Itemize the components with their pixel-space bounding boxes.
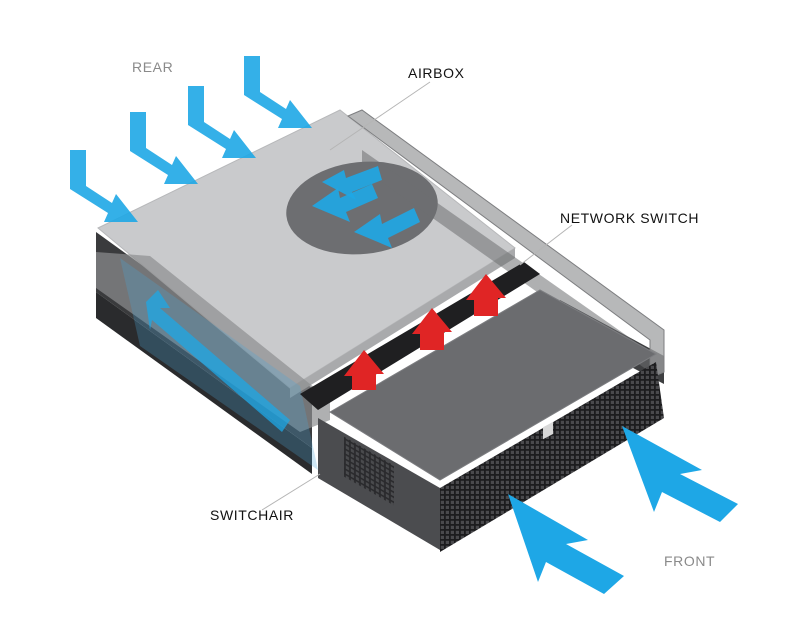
warm-arrow-3-icon: [466, 274, 506, 316]
front-arrow-1-icon: [622, 426, 738, 522]
switchair-arrow-icon: [146, 290, 290, 432]
rear-arrow-3-icon: [188, 86, 256, 158]
rear-arrow-1-icon: [70, 150, 138, 222]
front-airflow-arrows: [508, 426, 738, 594]
right-rail: [347, 109, 665, 379]
switchair-leader: [261, 473, 321, 511]
switch-front-face: [440, 362, 664, 552]
network-switch: [318, 289, 664, 552]
intake-arrow-2-icon: [312, 184, 378, 222]
airbox-leader: [329, 81, 431, 151]
switch-side-grille: [344, 436, 394, 506]
airbox-front-edge: [290, 248, 515, 398]
switchair-label: SWITCHAIR: [210, 507, 294, 523]
switch-status-badge: [543, 421, 553, 440]
intake-arrow-1-icon: [322, 166, 382, 200]
intake-arrow-3-icon: [354, 208, 420, 248]
network-switch-leader: [519, 224, 573, 266]
warm-airflow-arrows: [344, 274, 506, 390]
callout-lines: [261, 81, 573, 511]
airbox-label: AIRBOX: [408, 65, 465, 81]
front-label: FRONT: [664, 553, 715, 569]
network-switch-label: NETWORK SWITCH: [560, 210, 699, 226]
intake-airflow-arrows: [312, 166, 420, 248]
switch-top: [329, 289, 658, 481]
rear-label: REAR: [132, 59, 173, 75]
warm-arrow-1-icon: [344, 350, 384, 390]
rear-airflow-arrows: [70, 56, 312, 222]
chassis-left-side-lower: [96, 292, 312, 474]
rear-arrow-4-icon: [244, 56, 312, 128]
front-arrow-2-icon: [508, 494, 624, 594]
rear-arrow-2-icon: [130, 112, 198, 184]
warm-arrow-2-icon: [412, 308, 452, 350]
